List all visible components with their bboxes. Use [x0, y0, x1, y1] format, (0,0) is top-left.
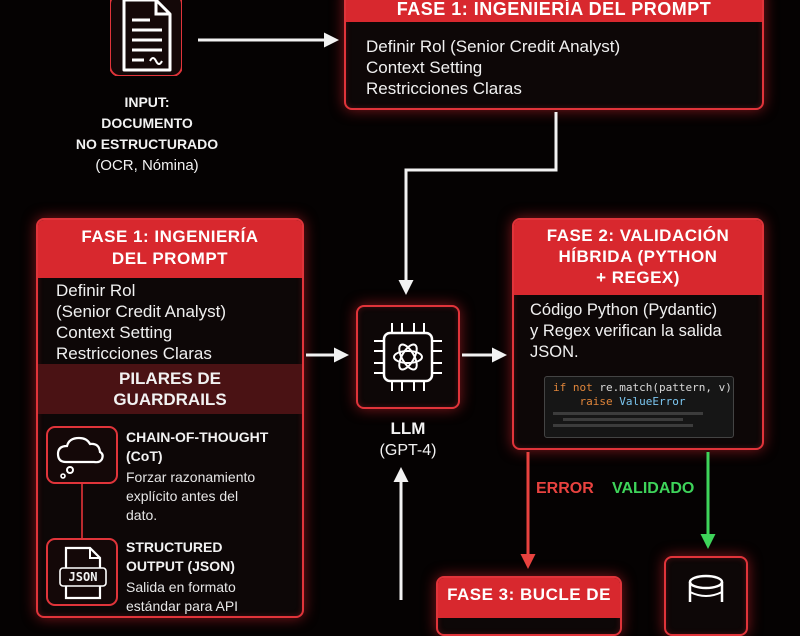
cot-desc: Forzar razonamiento explícito antes del …	[126, 469, 256, 523]
thought-bubble-icon	[46, 426, 118, 484]
top-line-context: Context Setting	[366, 58, 483, 77]
bottom-phase3-box: FASE 3: BUCLE DE	[436, 576, 622, 636]
llm-label: LLM (GPT-4)	[379, 419, 437, 459]
bottom-phase3-header: FASE 3: BUCLE DE	[438, 578, 620, 618]
cot-pillar: CHAIN-OF-THOUGHT (CoT) Forzar razonamien…	[126, 428, 296, 525]
database-icon	[664, 556, 748, 636]
error-label: ERROR	[536, 480, 594, 497]
top-line-role: Definir Rol (Senior Credit Analyst)	[366, 37, 621, 56]
pillar-connector	[81, 482, 83, 542]
top-phase1-body: Definir Rol (Senior Credit Analyst) Cont…	[366, 36, 620, 99]
left-phase1-body: Definir Rol (Senior Credit Analyst) Cont…	[56, 281, 227, 363]
llm-chip-box	[356, 305, 460, 409]
left-phase1-header: FASE 1: INGENIERÍA DEL PROMPT	[38, 220, 302, 278]
input-label: INPUT: DOCUMENTO NO ESTRUCTURADO (OCR, N…	[75, 94, 219, 174]
cot-title: CHAIN-OF-THOUGHT (CoT)	[126, 429, 269, 464]
structured-title: STRUCTURED OUTPUT (JSON)	[126, 539, 235, 574]
code-snippet: if not re.match(pattern, v): raise Value…	[544, 376, 734, 438]
left-phase1-box: FASE 1: INGENIERÍA DEL PROMPT Definir Ro…	[36, 218, 304, 618]
top-phase1-header: FASE 1: INGENIERÍA DEL PROMPT	[346, 0, 762, 22]
document-icon	[109, 0, 183, 77]
code-line-2: raise ValueError	[579, 395, 686, 408]
top-line-restrictions: Restricciones Claras	[366, 79, 522, 98]
structured-desc: Salida en formato estándar para API	[126, 579, 239, 614]
chip-icon	[374, 323, 442, 391]
code-placeholder-lines	[553, 412, 733, 427]
json-file-icon: JSON	[46, 538, 118, 606]
right-phase2-body: Código Python (Pydantic) y Regex verific…	[530, 301, 722, 361]
structured-output-pillar: STRUCTURED OUTPUT (JSON) Salida en forma…	[126, 538, 296, 616]
right-phase2-box: FASE 2: VALIDACIÓN HÍBRIDA (PYTHON + REG…	[512, 218, 764, 450]
top-phase1-box: FASE 1: INGENIERÍA DEL PROMPT Definir Ro…	[344, 0, 764, 110]
code-line-1: if not re.match(pattern, v):	[553, 381, 734, 394]
pillars-header: PILARES DE GUARDRAILS	[38, 364, 302, 414]
right-phase2-header: FASE 2: VALIDACIÓN HÍBRIDA (PYTHON + REG…	[514, 220, 762, 295]
validated-label: VALIDADO	[612, 480, 695, 497]
